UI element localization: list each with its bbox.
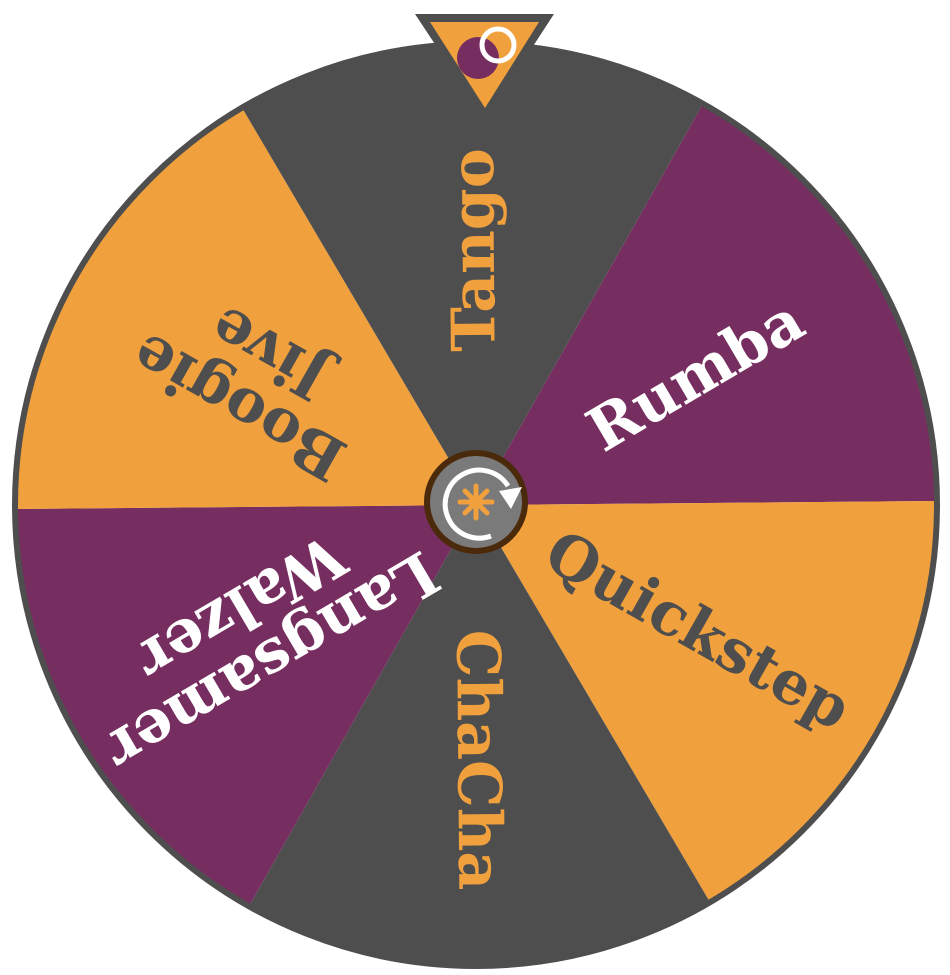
segment-label-line: ChaCha (442, 629, 514, 890)
segment-label: Tango (438, 148, 510, 352)
wheel-segment (15, 107, 477, 510)
wheel-segments (15, 43, 937, 967)
pointer-icon (415, 14, 554, 120)
wheel-segment (242, 43, 704, 505)
spin-button[interactable] (424, 450, 528, 554)
spin-icon (442, 467, 522, 541)
segment-label: ChaCha (442, 629, 514, 890)
wheel-segment (248, 505, 710, 967)
wheel-segment (476, 500, 937, 903)
segment-label-line: Tango (438, 148, 510, 352)
